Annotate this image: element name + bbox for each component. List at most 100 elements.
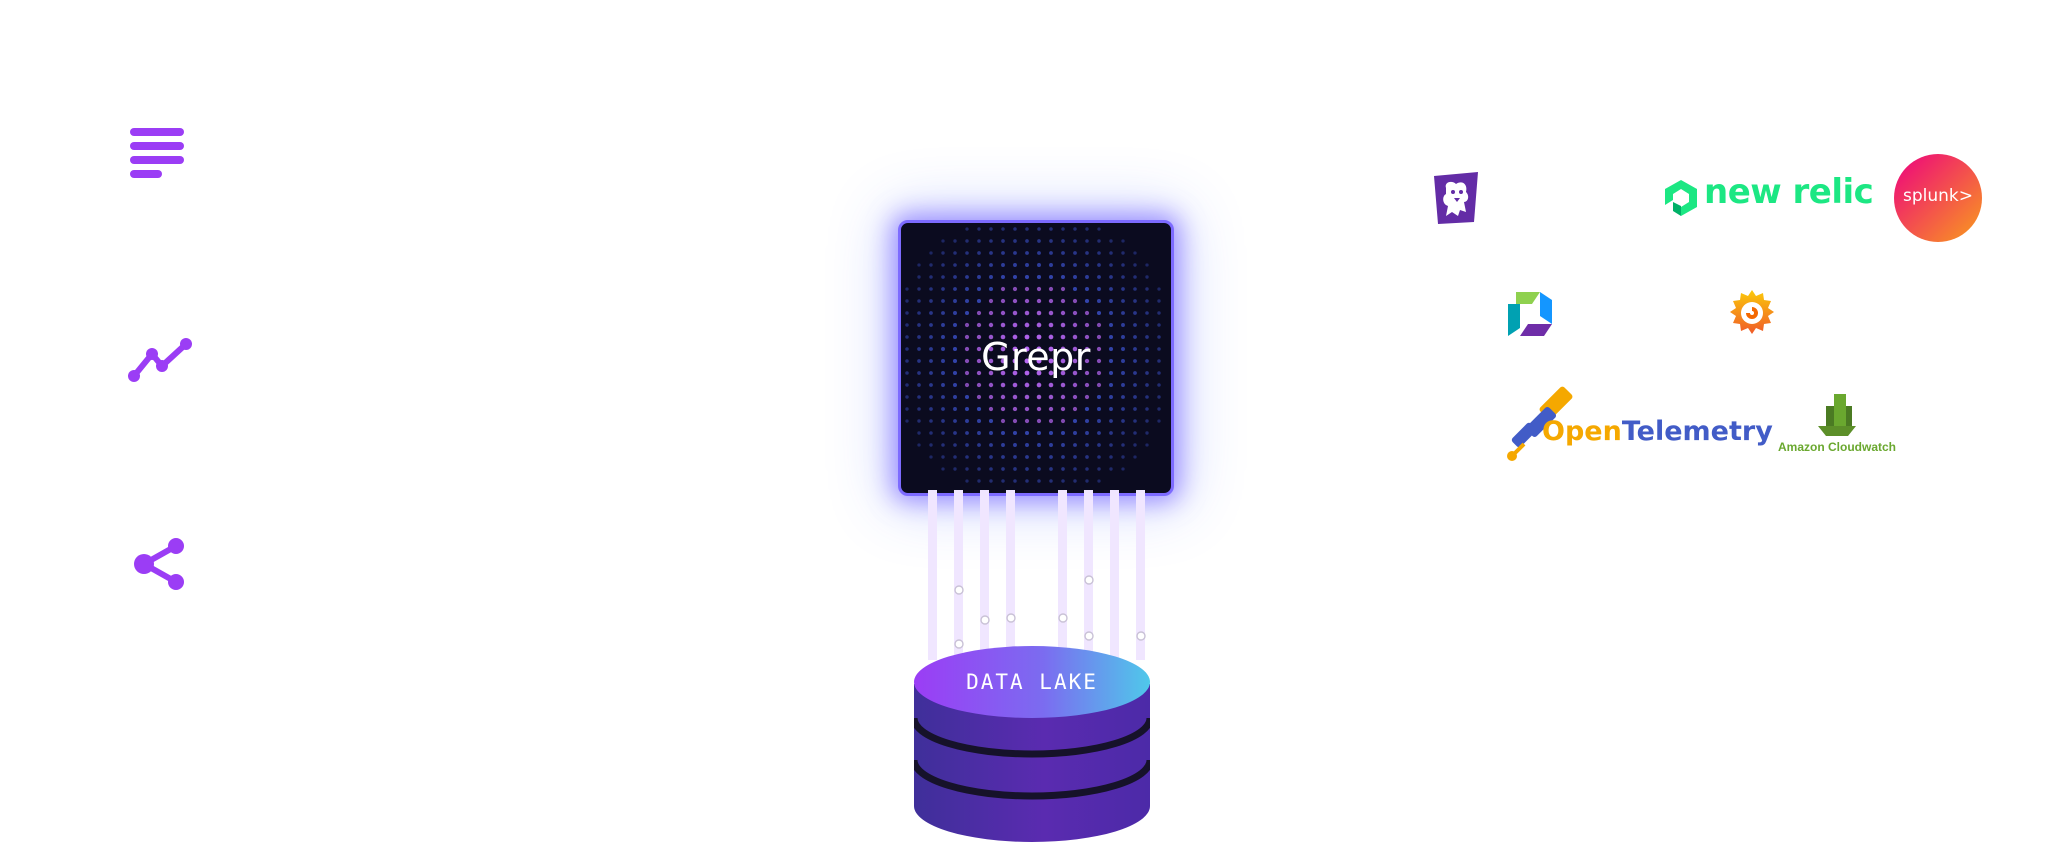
chip-dot [965,431,969,435]
chip-dot [1049,443,1053,447]
chip-dot [1000,370,1006,376]
chip-dot [1121,347,1125,351]
chip-dot [917,419,921,423]
chip-dot [1085,227,1089,231]
chip-dot [1072,394,1078,400]
chip-dot [929,311,933,315]
chip-dot [1133,311,1137,315]
chip-dot [1061,227,1065,231]
chip-dot [1000,358,1006,364]
chip-dot [1097,227,1101,231]
chip-dot [1085,455,1089,459]
chip-dot [1145,323,1149,327]
chip-dot [929,251,933,255]
chip-dot [1036,418,1042,424]
pipe-lines [928,490,1145,660]
opentelemetry-logo-text: OpenTelemetry [1542,416,1773,447]
chip-dot [1012,334,1018,340]
chip-dot [1145,335,1149,339]
chip-dot [976,334,982,340]
chip-dot [977,227,981,231]
chip-dot [1012,394,1018,400]
chip-dot [929,275,933,279]
chip-dot [1073,431,1077,435]
chip-dot [1024,310,1030,316]
chip-dot [1121,335,1125,339]
aws-cloudwatch-logo-icon [1818,394,1856,436]
chip-dot [1084,418,1090,424]
chip-dot [1049,227,1053,231]
chip-dot [1133,407,1137,411]
chip-dot [965,275,969,279]
chip-dot [1145,431,1149,435]
chip-dot [1060,394,1066,400]
chip-dot [905,323,909,327]
chip-dot [1121,287,1125,291]
chip-dot [965,419,969,423]
chip-dot [929,455,933,459]
chip-dot [1001,443,1005,447]
chip-dot [1145,263,1149,267]
chip-dot [917,287,921,291]
chip-dot [905,419,909,423]
chip-dot [1024,334,1030,340]
newrelic-logo-text: new relic [1704,172,1874,212]
chip-dot [989,479,993,483]
chip-dot [976,310,982,316]
chip-dot [1157,335,1161,339]
chip-dot [1133,335,1137,339]
chip-dot [1072,406,1078,412]
chip-dot [989,455,993,459]
chip-dot [1085,431,1089,435]
chip-dot [941,371,945,375]
chip-dot [929,419,933,423]
chip-dot [1133,263,1137,267]
chip-dot [1121,431,1125,435]
chip-dot [953,287,957,291]
chip-dot [965,227,969,231]
chip-dot [965,239,969,243]
chip-dot [1048,346,1054,352]
dynatrace-logo-icon [1508,292,1552,336]
chip-dot [929,431,933,435]
chip-dot [988,358,994,364]
chip-dot [917,407,921,411]
chip-dot [1085,239,1089,243]
chip-dot [1012,406,1018,412]
chip-dot [1048,370,1054,376]
chip-dot [1073,275,1077,279]
chip-dot [1108,334,1114,340]
chip-dot [929,359,933,363]
chip-dot [905,311,909,315]
chip-dot [1060,406,1066,412]
chip-dot [964,358,970,364]
chip-dot [1085,467,1089,471]
chip-dot [953,407,957,411]
chip-dot [929,347,933,351]
chip-dot [953,299,957,303]
chip-dot [1157,383,1161,387]
chip-dot [1073,479,1077,483]
chip-dot [1072,322,1078,328]
chip-dot [1025,455,1029,459]
newrelic-logo-icon [1665,180,1697,216]
chip-dot [1012,274,1018,280]
chip-dot [989,443,993,447]
chip-dot [1073,227,1077,231]
chip-dot [1037,239,1041,243]
chip-dot [953,275,957,279]
chip-dot [1024,286,1030,292]
chip-dot [976,358,982,364]
chip-dot [1060,322,1066,328]
chip-dot [1012,370,1018,376]
chip-dot [1157,371,1161,375]
chip-dot [976,298,982,304]
chip-dot [976,286,982,292]
chip-dot [1060,346,1066,352]
chip-dot [1097,479,1101,483]
chip-dot [1048,322,1054,328]
chip-dot [977,275,981,279]
chip-dot [1024,346,1030,352]
chip-dot [964,382,970,388]
chip-dot [1084,322,1090,328]
